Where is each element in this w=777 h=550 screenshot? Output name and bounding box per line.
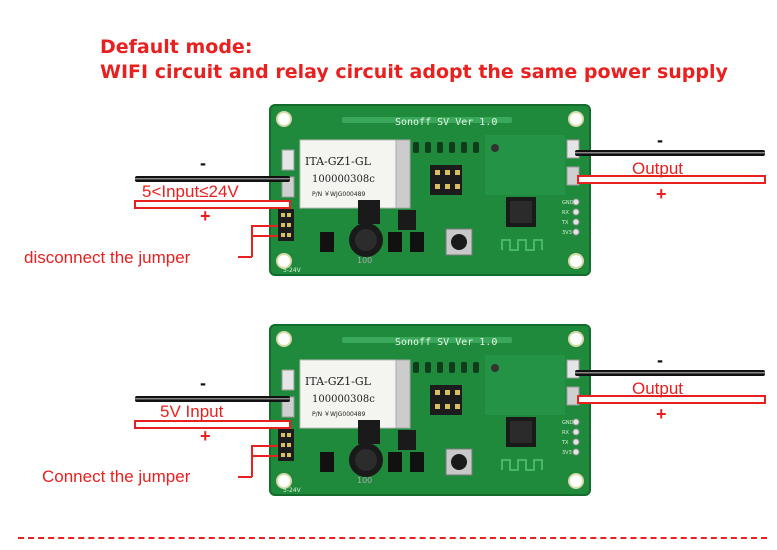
- input-label-2: 5V Input: [160, 402, 224, 421]
- output-minus-1: -: [657, 130, 663, 150]
- pin-gnd-1: GND: [562, 200, 574, 206]
- input-minus-2: -: [200, 373, 206, 393]
- silk-title-1: Sonoff SV Ver 1.0: [395, 117, 497, 128]
- module-label-1c: P/N ￥WJG000489: [312, 191, 365, 198]
- module-label-1a: ITA-GZ1-GL: [305, 155, 372, 168]
- output-red-wire-1: [577, 175, 766, 184]
- input-red-wire-1: [134, 200, 291, 209]
- module-label-2c: P/N ￥WJG000489: [312, 411, 365, 418]
- jumper-label-2: Connect the jumper: [42, 467, 191, 486]
- pin-tx-1: TX: [561, 220, 569, 226]
- voltage-mark-2: 5-24V: [283, 487, 302, 494]
- dashed-divider: [18, 537, 767, 539]
- pcb-board-1: [269, 104, 591, 276]
- silk-title-2: Sonoff SV Ver 1.0: [395, 337, 497, 348]
- header-line-1: Default mode:: [100, 36, 253, 58]
- input-plus-2: +: [200, 426, 211, 446]
- input-plus-1: +: [200, 206, 211, 226]
- header-line-2: WIFI circuit and relay circuit adopt the…: [100, 61, 728, 83]
- output-label-1: Output: [632, 159, 684, 178]
- pin-tx-2: TX: [561, 440, 569, 446]
- inductor-text-2: 100: [357, 476, 372, 485]
- output-minus-2: -: [657, 350, 663, 370]
- input-red-wire-2: [134, 420, 291, 429]
- inductor-text-1: 100: [357, 256, 372, 265]
- voltage-mark-1: 5-24V: [283, 267, 302, 274]
- input-minus-1: -: [200, 153, 206, 173]
- jumper-pointer-2: [251, 445, 278, 477]
- module-label-2b: 100000308c: [312, 394, 375, 405]
- module-label-1b: 100000308c: [312, 174, 375, 185]
- jumper-pointer-1: [251, 225, 278, 257]
- output-label-2: Output: [632, 379, 684, 398]
- pin-3v3-1: 3V3: [562, 230, 572, 236]
- output-plus-2: +: [656, 404, 667, 424]
- jumper-label-1: disconnect the jumper: [24, 248, 191, 267]
- pin-rx-1: RX: [562, 210, 569, 216]
- output-plus-1: +: [656, 184, 667, 204]
- output-red-wire-2: [577, 395, 766, 404]
- pin-3v3-2: 3V3: [562, 450, 572, 456]
- pin-gnd-2: GND: [562, 420, 574, 426]
- module-label-2a: ITA-GZ1-GL: [305, 375, 372, 388]
- pin-rx-2: RX: [562, 430, 569, 436]
- pcb-board-2: [269, 324, 591, 496]
- input-label-1: 5<Input≤24V: [142, 182, 239, 201]
